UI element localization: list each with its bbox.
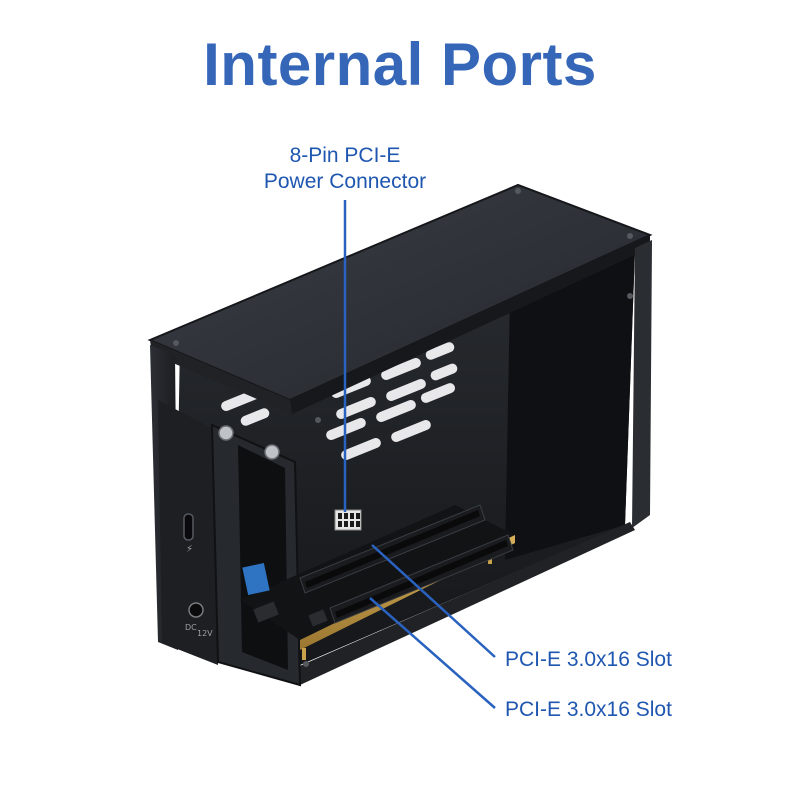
pcb-chip: [308, 609, 328, 627]
vent-slot: [381, 358, 421, 380]
power-connector-callout-line2: Power Connector: [263, 170, 427, 193]
leader-lines: [343, 200, 496, 709]
vent-slot: [420, 383, 456, 403]
io-bracket-inner: [238, 445, 288, 670]
slot2-callout: PCI-E 3.0x16 Slot: [505, 698, 672, 721]
pcb-chip: [253, 601, 279, 623]
vent-slot: [386, 379, 426, 401]
pcie-slot-2: [329, 534, 514, 624]
vent-slot: [240, 408, 270, 426]
vent-slot: [341, 438, 381, 460]
vent-slot: [430, 363, 458, 381]
thunderbolt-icon: ⚡: [186, 544, 193, 555]
top-cover-lip: [290, 235, 650, 414]
power-connector-callout: 8-Pin PCI-E Power Connector: [215, 143, 475, 195]
volt-label: 12V: [197, 629, 213, 638]
slot1-callout: PCI-E 3.0x16 Slot: [505, 648, 672, 671]
right-inner-wall: [505, 250, 635, 560]
bottom-frame: [295, 522, 635, 685]
slot1-leader: [371, 544, 496, 658]
thumbscrew: [218, 425, 234, 441]
vent-slot: [376, 400, 416, 422]
thumbscrew: [264, 444, 280, 460]
top-cover-edge: [150, 340, 292, 414]
dc-label: DC: [185, 623, 197, 632]
right-frame: [632, 240, 652, 528]
corner-screws: [173, 188, 633, 667]
page-title: Internal Ports: [203, 31, 597, 98]
vent-slot: [425, 342, 455, 360]
pcie-slot-1: [299, 504, 486, 594]
power-connector: [334, 509, 362, 531]
thunderbolt-port: [183, 513, 194, 541]
slot2-leader: [369, 597, 496, 709]
usb-c-connector: [242, 563, 270, 595]
pcb-board: [240, 505, 515, 640]
dc-jack: [188, 602, 204, 618]
power-connector-callout-line1: 8-Pin PCI-E: [289, 144, 401, 167]
vent-slot: [391, 420, 431, 442]
